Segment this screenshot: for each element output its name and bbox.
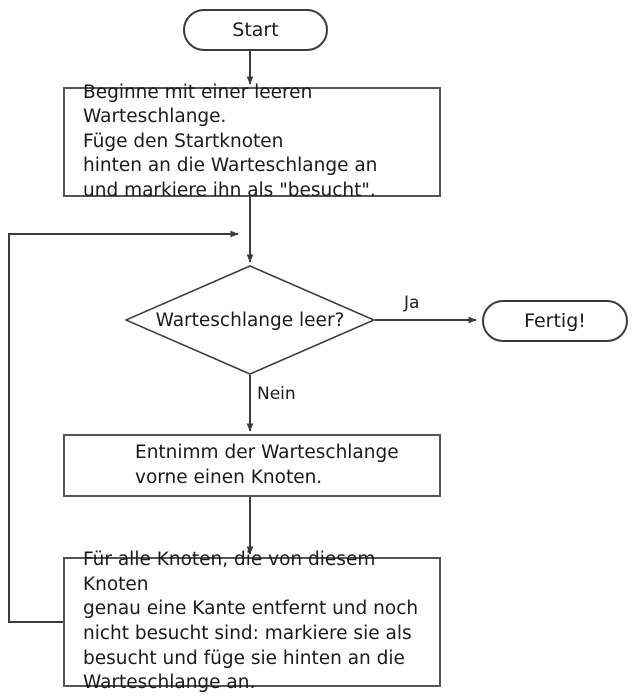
node-start[interactable]: Start	[183, 9, 328, 51]
node-init[interactable]: Beginne mit einer leeren Warteschlange. …	[63, 82, 441, 201]
node-neighbors[interactable]: Für alle Knoten, die von diesem Knoten g…	[63, 549, 441, 693]
edge-label-yes: Ja	[404, 293, 420, 313]
node-start-label: Start	[232, 18, 279, 41]
node-dequeue-label: Entnimm der Warteschlange vorne einen Kn…	[135, 441, 399, 488]
edge-label-no: Nein	[257, 384, 296, 404]
node-decision-label: Warteschlange leer?	[155, 309, 345, 331]
node-neighbors-label: Für alle Knoten, die von diesem Knoten g…	[83, 549, 419, 694]
node-init-label: Beginne mit einer leeren Warteschlange. …	[83, 81, 378, 201]
node-dequeue[interactable]: Entnimm der Warteschlange vorne einen Kn…	[63, 434, 441, 497]
node-done[interactable]: Fertig!	[482, 300, 628, 342]
decision-diamond-shape	[123, 265, 377, 375]
node-done-label: Fertig!	[524, 309, 586, 332]
node-decision[interactable]: Warteschlange leer?	[123, 265, 377, 375]
